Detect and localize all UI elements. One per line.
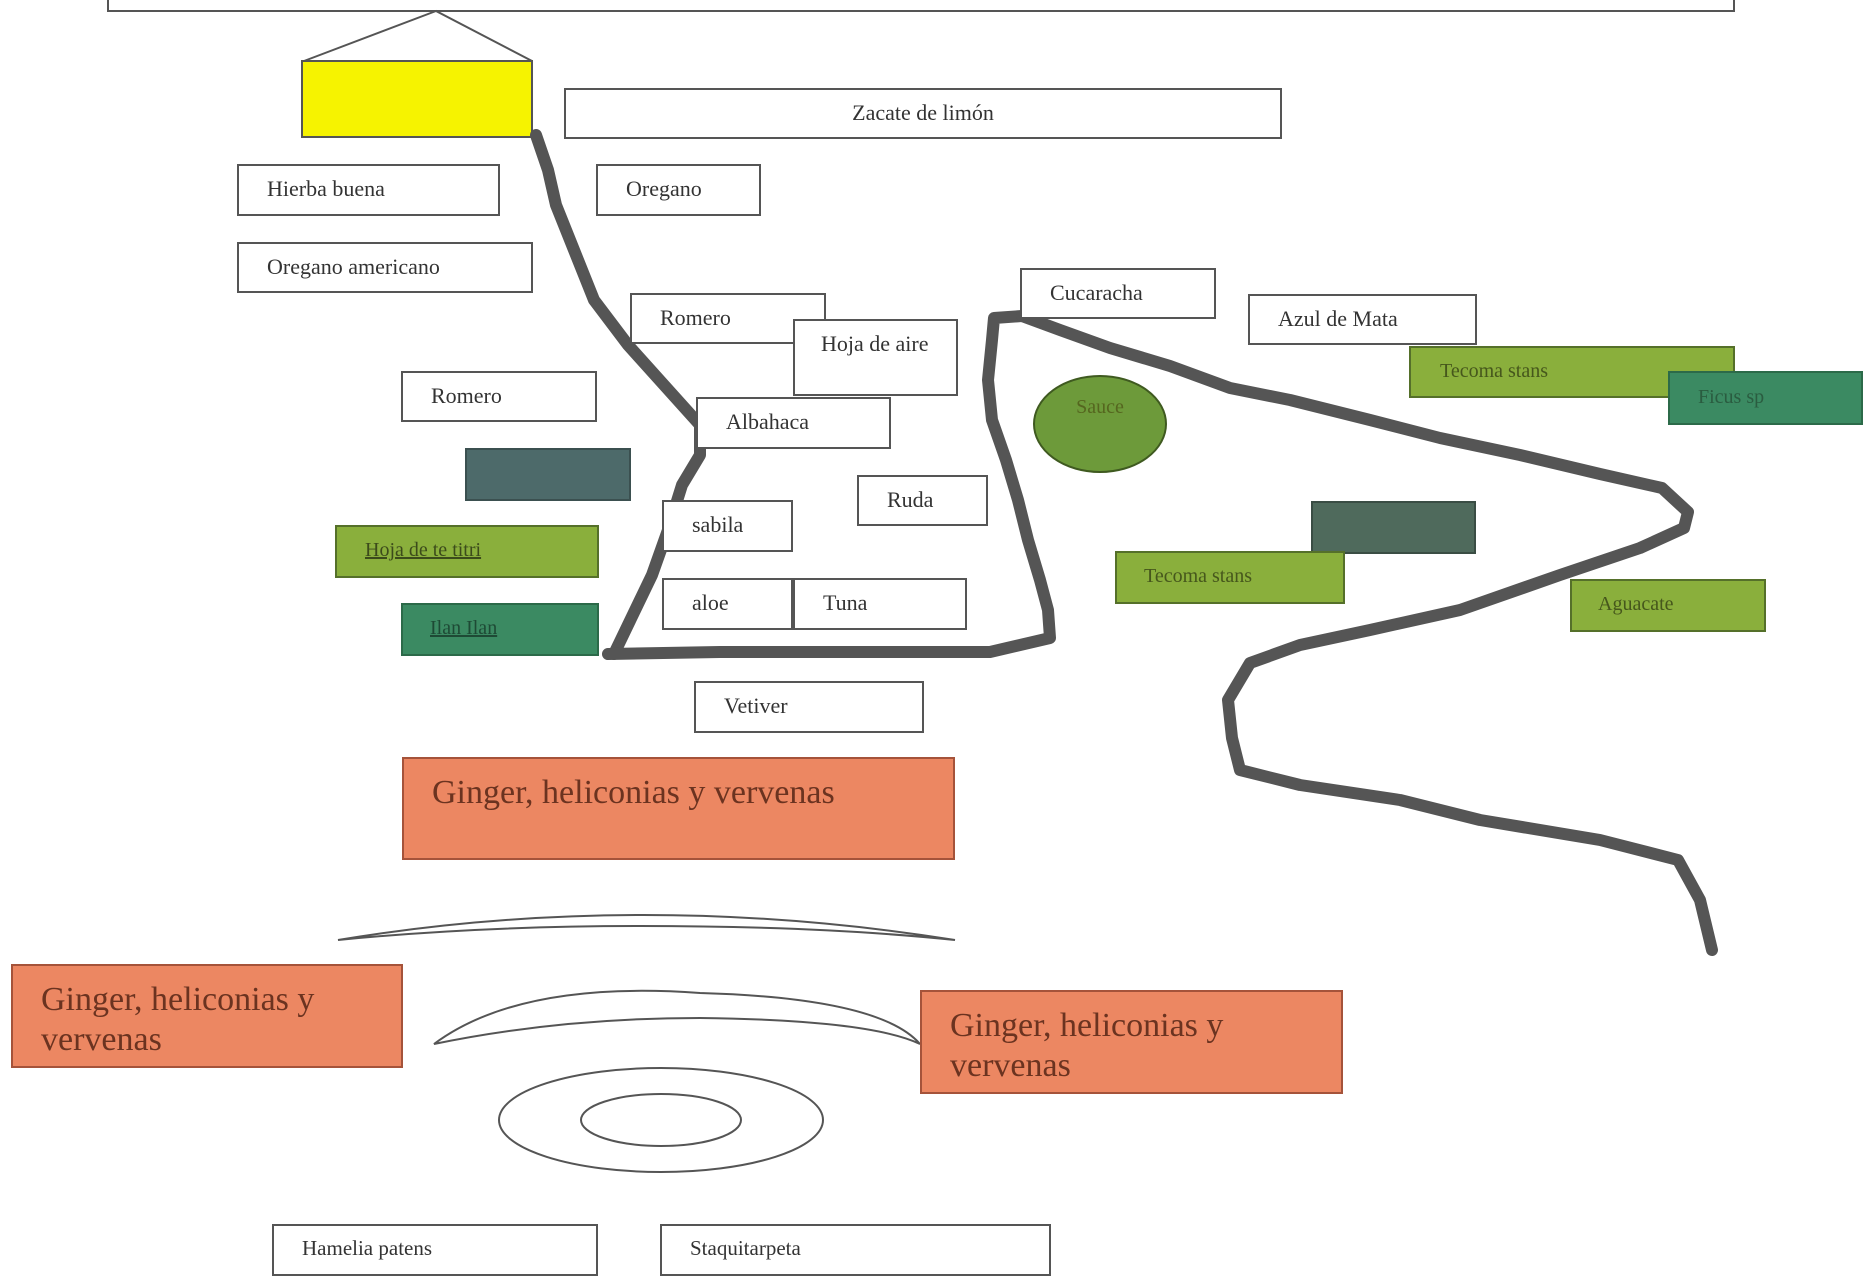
yellow-box-roof [303, 9, 533, 62]
top-banner-box [107, 0, 1735, 12]
ficus-box [1668, 371, 1863, 425]
label-hoja-de-te-titri: Hoja de te titri [365, 539, 482, 561]
label-zacate-de-limon: Zacate de limón [564, 88, 1282, 139]
label-hamelia-patens: Hamelia patens [272, 1224, 598, 1276]
label-vetiver: Vetiver [694, 681, 924, 733]
sauce-tree-shape [1033, 375, 1167, 473]
ginger-box-right: Ginger, heliconias y vervenas [920, 990, 1343, 1094]
label-sabila: sabila [662, 500, 793, 552]
ginger-box-left: Ginger, heliconias y vervenas [11, 964, 403, 1068]
tecoma-stans-mid-box [1115, 551, 1345, 604]
path-river [1016, 310, 1718, 956]
label-staquitarpeta: Staquitarpeta [660, 1224, 1051, 1276]
slate-box-left [465, 448, 631, 501]
label-oregano-americano: Oregano americano [237, 242, 533, 293]
label-aguacate: Aguacate [1598, 593, 1674, 615]
label-oregano: Oregano [596, 164, 761, 216]
label-cucaracha: Cucaracha [1020, 268, 1216, 319]
label-tecoma-stans-top: Tecoma stans [1440, 360, 1549, 382]
path-bottom-boundary [602, 310, 1056, 660]
label-ruda: Ruda [857, 475, 988, 526]
label-ficus: Ficus sp [1698, 386, 1765, 408]
label-hoja-de-aire: Hoja de aire [793, 319, 958, 396]
label-albahaca: Albahaca [696, 397, 891, 449]
label-hierba-buena: Hierba buena [237, 164, 500, 216]
label-aloe: aloe [662, 578, 793, 630]
label-tuna: Tuna [793, 578, 967, 630]
label-sauce: Sauce [1076, 396, 1124, 418]
yellow-box [301, 60, 533, 138]
arc-middle [433, 989, 921, 1045]
slate-box-right [1311, 501, 1476, 554]
aguacate-box [1570, 579, 1766, 632]
inner-ring [580, 1093, 742, 1147]
label-azul-de-mata: Azul de Mata [1248, 294, 1477, 345]
label-tecoma-stans-mid: Tecoma stans [1144, 565, 1253, 587]
hoja-te-titri-box [335, 525, 599, 578]
label-romero-left: Romero [401, 371, 597, 422]
label-ilan-ilan: Ilan Ilan [430, 617, 498, 639]
arc-upper [337, 914, 956, 941]
ilan-ilan-box [401, 603, 599, 656]
ginger-box-center: Ginger, heliconias y vervenas [402, 757, 955, 860]
